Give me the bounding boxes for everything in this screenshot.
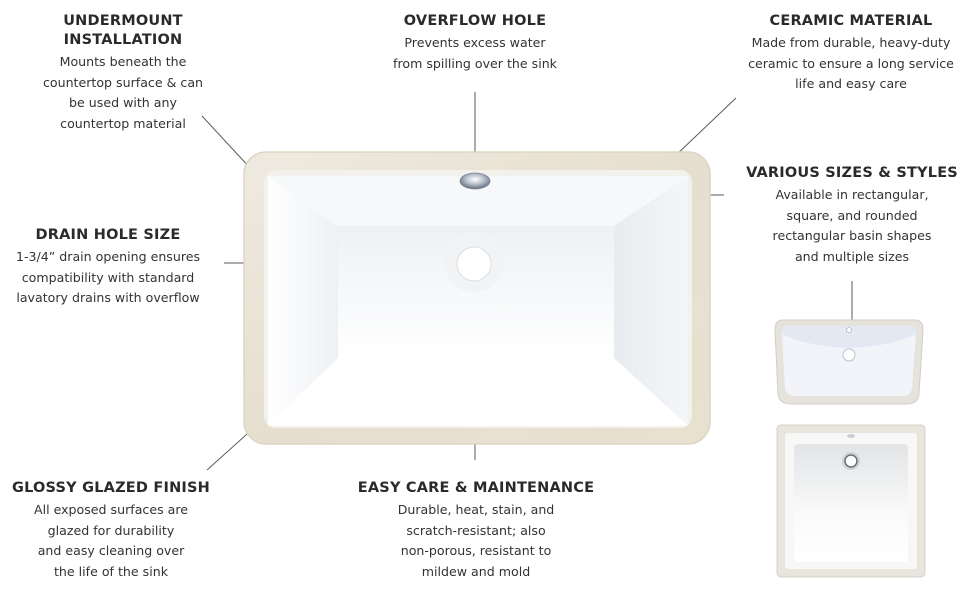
- callout-overflow: OVERFLOW HOLE Prevents excess water from…: [362, 12, 588, 74]
- callout-easycare: EASY CARE & MAINTENANCE Durable, heat, s…: [354, 479, 598, 582]
- desc-line: square, and rounded: [786, 207, 918, 223]
- callout-description: All exposed surfaces are glazed for dura…: [4, 500, 218, 582]
- desc-line: countertop surface & can: [42, 74, 204, 90]
- main-sink-image: [243, 151, 711, 445]
- callout-title: OVERFLOW HOLE: [403, 13, 547, 29]
- desc-line: non-porous, resistant to: [400, 543, 552, 558]
- callout-description: Available in rectangular, square, and ro…: [744, 185, 960, 267]
- callout-title: DRAIN HOLE SIZE: [35, 227, 181, 243]
- desc-line: mildew and mold: [421, 563, 531, 579]
- desc-line: life and easy care: [795, 76, 907, 91]
- desc-line: and easy cleaning over: [37, 543, 185, 558]
- desc-line: the life of the sink: [53, 563, 168, 579]
- title-line-1: UNDERMOUNT: [63, 13, 183, 29]
- callout-ceramic: CERAMIC MATERIAL Made from durable, heav…: [738, 12, 964, 95]
- desc-line: rectangular basin shapes: [772, 228, 932, 243]
- desc-line: Prevents excess water: [404, 35, 546, 50]
- callout-title: CERAMIC MATERIAL: [769, 13, 933, 29]
- desc-line: lavatory drains with overflow: [16, 290, 200, 305]
- desc-line: be used with any: [69, 95, 177, 110]
- desc-line: Made from durable, heavy-duty: [751, 35, 951, 50]
- desc-line: Mounts beneath the: [59, 54, 187, 69]
- desc-line: from spilling over the sink: [393, 55, 557, 71]
- square-sink-image: [776, 424, 926, 578]
- callout-title: VARIOUS SIZES & STYLES: [746, 165, 958, 181]
- callout-sizes: VARIOUS SIZES & STYLES Available in rect…: [744, 164, 960, 267]
- desc-line: Available in rectangular,: [775, 187, 929, 202]
- desc-line: compatibility with standard: [21, 269, 195, 285]
- callout-title: GLOSSY GLAZED FINISH: [11, 480, 210, 496]
- desc-line: 1-3/4” drain opening ensures: [15, 249, 201, 264]
- desc-line: glazed for durability: [47, 522, 175, 538]
- callout-description: Durable, heat, stain, and scratch-resist…: [354, 500, 598, 582]
- desc-line: ceramic to ensure a long service: [748, 55, 954, 71]
- desc-line: scratch-resistant; also: [406, 522, 546, 538]
- callout-title: EASY CARE & MAINTENANCE: [357, 480, 595, 496]
- desc-line: countertop material: [60, 115, 186, 131]
- callout-description: Made from durable, heavy-duty ceramic to…: [738, 33, 964, 95]
- callout-drain: DRAIN HOLE SIZE 1-3/4” drain opening ens…: [2, 226, 214, 309]
- title-line-2: INSTALLATION: [63, 32, 183, 48]
- callout-description: Mounts beneath the countertop surface & …: [8, 52, 238, 134]
- callout-description: 1-3/4” drain opening ensures compatibili…: [2, 247, 214, 309]
- desc-line: All exposed surfaces are: [33, 502, 189, 517]
- desc-line: Durable, heat, stain, and: [397, 502, 555, 517]
- desc-line: and multiple sizes: [794, 248, 910, 264]
- callout-undermount: UNDERMOUNT INSTALLATION Mounts beneath t…: [8, 12, 238, 134]
- callout-description: Prevents excess water from spilling over…: [362, 33, 588, 74]
- rounded-rectangular-sink-image: [774, 319, 924, 405]
- callout-glossy: GLOSSY GLAZED FINISH All exposed surface…: [4, 479, 218, 582]
- callout-title: UNDERMOUNT INSTALLATION: [8, 12, 238, 50]
